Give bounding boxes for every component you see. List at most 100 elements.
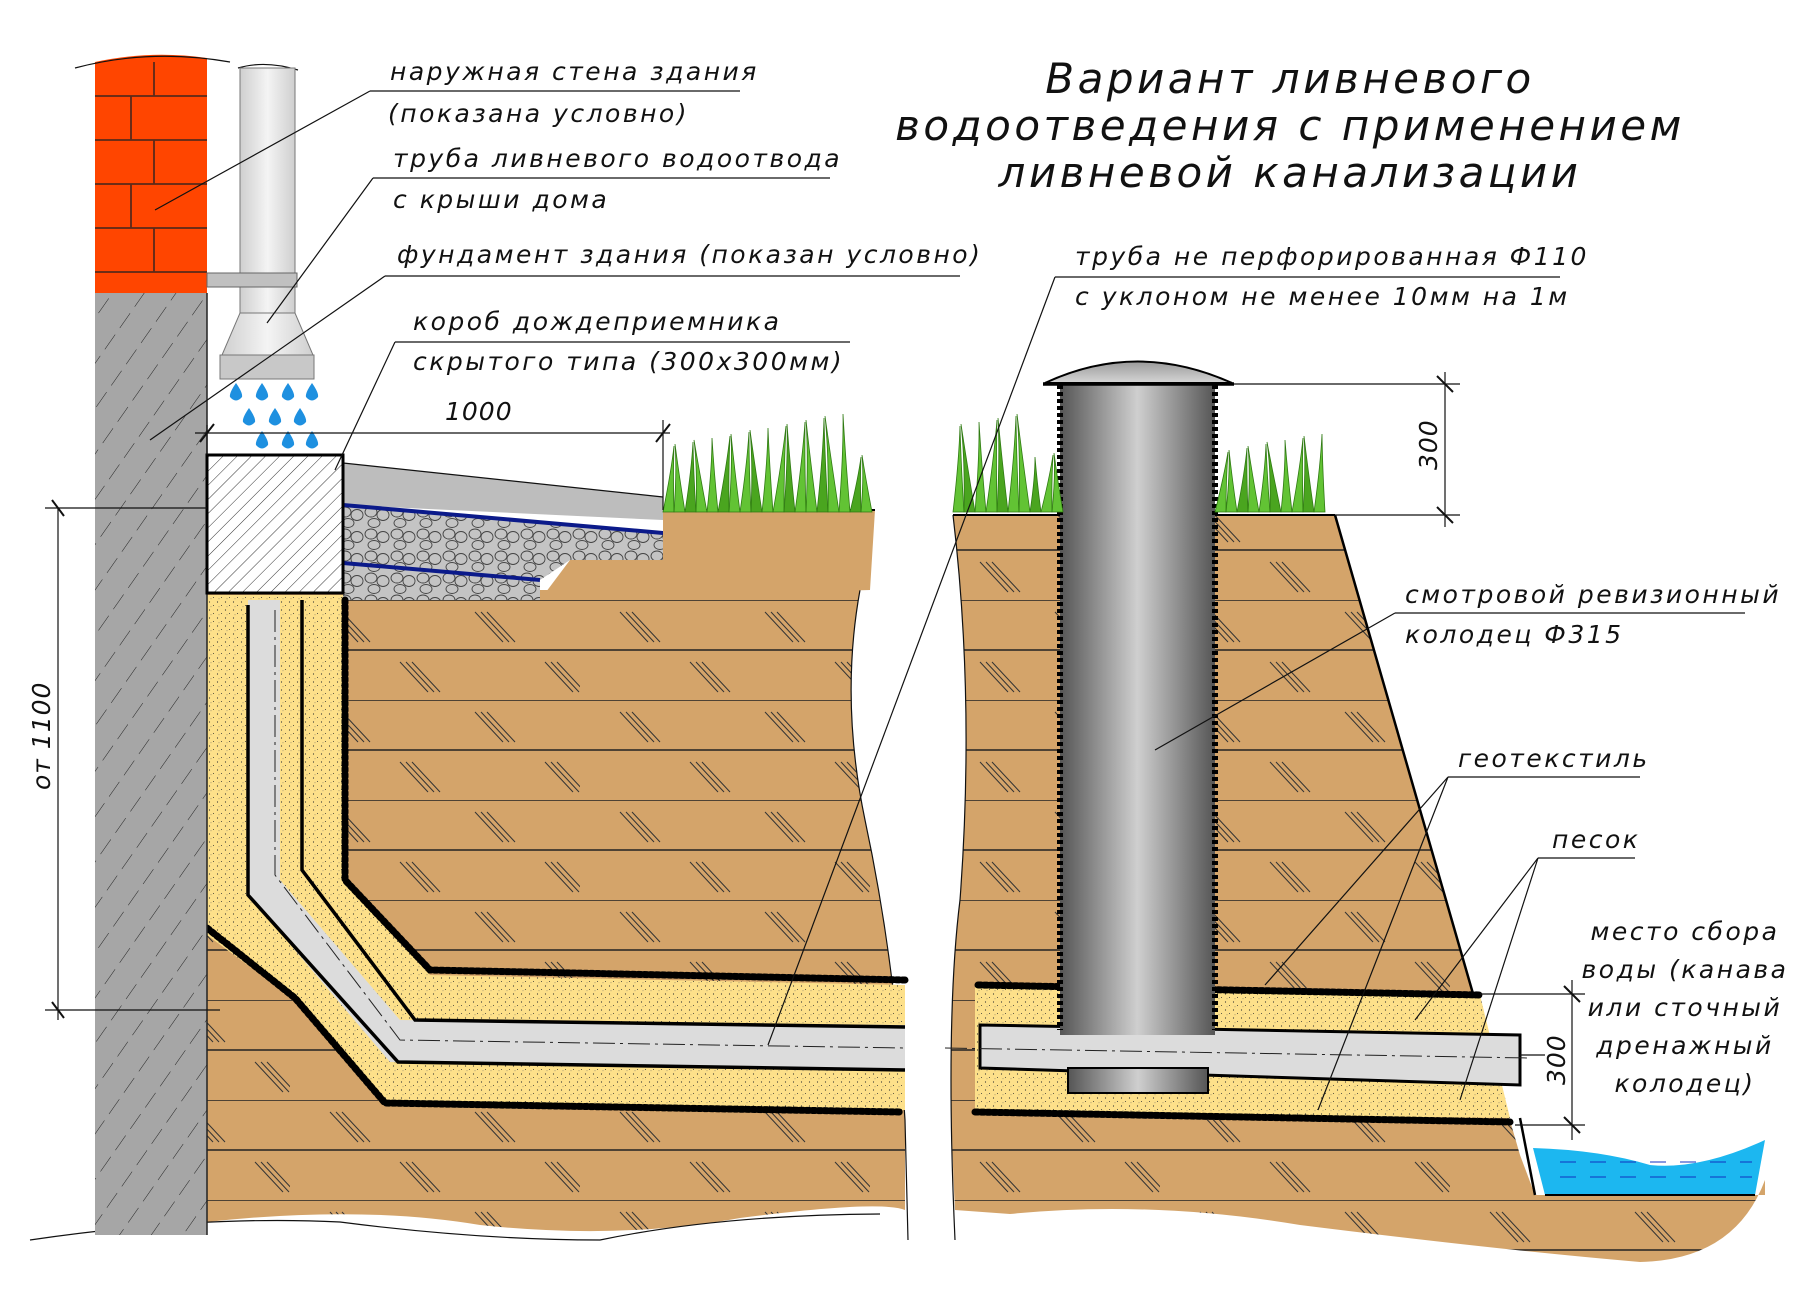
grass-blade: [838, 413, 851, 513]
svg-text:с уклоном не менее 10мм на 1: с уклоном не менее 10мм на 1м: [1075, 282, 1570, 311]
dimension-outlet-300-label: 300: [1542, 1034, 1571, 1085]
water-body: [1533, 1140, 1765, 1195]
grass-blade: [739, 431, 752, 513]
sand-bed-left: [207, 595, 905, 1110]
svg-text:Вариант ливневого: Вариант ливневого: [1045, 54, 1534, 103]
dimension-depth-label: от 1100: [27, 682, 56, 790]
svg-text:(показана условно): (показана условно): [388, 99, 689, 128]
grass-blade: [761, 427, 774, 513]
grass-left: [662, 413, 873, 513]
grass-blade: [1225, 449, 1238, 513]
grass-blade: [693, 439, 708, 513]
svg-text:наружная стена здания: наружная стена здания: [390, 57, 759, 86]
grass-blade: [849, 456, 862, 513]
rain-drop: [268, 408, 282, 426]
callout-collection: место сбора воды (канава или сточный дре…: [1582, 917, 1786, 1098]
svg-text:фундамент здания (показан усло: фундамент здания (показан условно): [397, 240, 982, 269]
grass-blade: [772, 425, 787, 513]
inspection-well: [1043, 360, 1234, 1094]
grass-blade: [985, 419, 998, 513]
brick-wall: [74, 54, 231, 293]
grass-blade: [824, 415, 840, 513]
grass-blade: [816, 417, 829, 513]
svg-text:труба не перфорированная Ф110: труба не перфорированная Ф110: [1075, 242, 1589, 271]
grass-blade: [960, 423, 976, 513]
callout-foundation: фундамент здания (показан условно): [149, 240, 982, 441]
callout-geotextile: геотекстиль: [1264, 744, 1650, 1111]
dimension-depth: [45, 499, 220, 1020]
svg-text:геотекстиль: геотекстиль: [1458, 744, 1650, 773]
svg-text:песок: песок: [1552, 825, 1640, 854]
dimension-outlet-300: [1480, 980, 1585, 1140]
grass-blade: [783, 423, 796, 513]
callout-well: смотровой ревизионный колодец Ф315: [1154, 580, 1781, 751]
grass-blade: [1029, 456, 1042, 513]
grass-blade: [662, 445, 675, 513]
callout-sand: песок: [1414, 825, 1640, 1101]
svg-text:водоотведения с применением: водоотведения с применением: [895, 101, 1685, 150]
gravel-lower: [343, 565, 540, 600]
grass-blade: [1302, 435, 1315, 513]
rain-drop: [281, 383, 295, 401]
grass-blade: [706, 437, 719, 513]
gravel-upper: [343, 505, 663, 580]
paving-slope: [343, 463, 663, 520]
dimension-1000: [195, 420, 671, 510]
grass-blade: [749, 429, 763, 513]
grass-blade: [1247, 445, 1260, 513]
grass-blade: [1007, 415, 1020, 513]
callout-downpipe: труба ливневого водоотвода с крыши дома: [266, 144, 842, 324]
callout-wall: наружная стена здания (показана условно): [154, 57, 759, 211]
grass-blade: [1214, 451, 1229, 513]
dimension-well-300-label: 300: [1414, 419, 1443, 470]
rain-drop: [255, 383, 269, 401]
grass-blade: [974, 421, 987, 513]
svg-text:место сбора: место сбора: [1591, 917, 1780, 946]
grass-blade: [805, 419, 818, 513]
grass-blade: [1291, 437, 1304, 513]
rain-drop: [293, 408, 307, 426]
grass-blade: [1236, 447, 1249, 513]
callout-box: короб дождеприемника скрытого типа (300x…: [334, 307, 850, 471]
grass-blade: [996, 417, 1009, 513]
rain-drop: [229, 383, 243, 401]
geotextile-right-lower: [971, 1108, 1514, 1126]
rain-drop: [255, 431, 269, 449]
svg-text:дренажный: дренажный: [1595, 1031, 1774, 1060]
svg-text:скрытого типа (300x300мм): скрытого типа (300x300мм): [413, 347, 844, 376]
rain-drops-icon: [229, 383, 319, 449]
rain-drop: [242, 408, 256, 426]
svg-text:труба ливневого водоотвода: труба ливневого водоотвода: [393, 144, 842, 173]
grass-blade: [1051, 452, 1064, 513]
svg-text:колодец Ф315: колодец Ф315: [1405, 620, 1624, 649]
dimension-1000-label: 1000: [445, 397, 513, 426]
rain-drop: [305, 431, 319, 449]
foundation: [95, 293, 207, 1235]
grass-blade: [1040, 454, 1054, 513]
svg-text:короб дождеприемника: короб дождеприемника: [413, 307, 781, 336]
grass-blade: [1258, 443, 1271, 513]
grass-blade: [717, 435, 731, 513]
svg-text:или сточный: или сточный: [1588, 993, 1783, 1022]
svg-text:ливневой канализации: ливневой канализации: [998, 148, 1582, 197]
grass-blade: [1266, 441, 1282, 513]
grass-blade: [952, 425, 965, 513]
grass-blade: [794, 421, 807, 513]
geotextile-left-lower: [203, 924, 904, 1116]
svg-text:с крыши дома: с крыши дома: [393, 185, 609, 214]
well-cap: [1044, 360, 1233, 384]
rain-drop: [281, 431, 295, 449]
grass-blade: [860, 454, 873, 513]
callout-pipe: труба не перфорированная Ф110 с уклоном …: [767, 242, 1589, 1046]
grass-blade: [728, 433, 741, 513]
geotextile-left-upper: [341, 596, 909, 984]
grass-right: [952, 413, 1326, 513]
downpipe: [206, 63, 315, 380]
grass-blade: [1313, 433, 1326, 513]
grass-blade: [684, 441, 697, 513]
rain-drop: [305, 383, 319, 401]
svg-text:смотровой ревизионный: смотровой ревизионный: [1405, 580, 1781, 609]
diagram-title: Вариант ливневого водоотведения с примен…: [895, 54, 1685, 197]
grass-blade: [1280, 439, 1293, 513]
